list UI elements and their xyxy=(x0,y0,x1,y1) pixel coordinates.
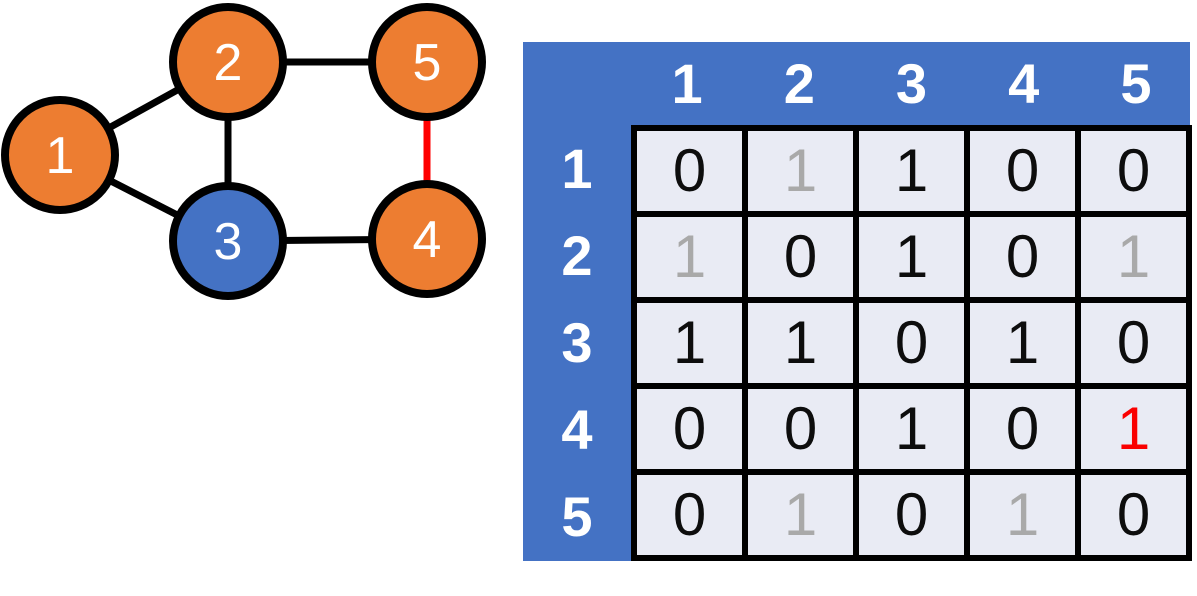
matrix-cell-2-4: 0 xyxy=(964,211,1081,303)
matrix-column-header-4: 4 xyxy=(1008,51,1040,115)
matrix-row-header-4: 4 xyxy=(561,398,593,462)
graph-diagram: 1 2 5 3 4 xyxy=(1,3,486,300)
matrix-row-header-3: 3 xyxy=(561,311,593,374)
matrix-cell-1-5: 0 xyxy=(1075,125,1192,217)
graph-node-label-5: 5 xyxy=(413,34,442,92)
matrix-column-header-5: 5 xyxy=(1120,51,1152,115)
graph-node-2 xyxy=(169,3,287,121)
graph-node-label-4: 4 xyxy=(413,211,442,269)
matrix-cell-3-4: 1 xyxy=(964,297,1081,389)
matrix-cell-3-1: 1 xyxy=(631,297,748,389)
matrix-cell-2-2: 0 xyxy=(742,211,859,303)
matrix-cell-2-5: 1 xyxy=(1075,211,1192,303)
matrix-cell-2-3: 1 xyxy=(853,211,970,303)
matrix-row-header-1: 1 xyxy=(561,136,593,200)
matrix-cell-4-2: 0 xyxy=(742,383,859,475)
matrix-cell-1-3: 1 xyxy=(853,125,970,217)
matrix-cell-3-3: 0 xyxy=(853,297,970,389)
matrix-column-headers: 1 2 3 4 5 xyxy=(631,42,1192,125)
graph-node-label-3: 3 xyxy=(214,213,243,271)
matrix-cell-3-5: 0 xyxy=(1075,297,1192,389)
matrix-cell-4-1: 0 xyxy=(631,383,748,475)
matrix-cell-5-3: 0 xyxy=(853,469,970,561)
matrix-cell-5-5: 0 xyxy=(1075,469,1192,561)
matrix-cell-4-3: 1 xyxy=(853,383,970,475)
graph-node-label-1: 1 xyxy=(46,127,75,185)
matrix-row-header-2: 2 xyxy=(561,223,593,287)
graph-node-3 xyxy=(169,182,287,300)
matrix-cell-5-2: 1 xyxy=(742,469,859,561)
matrix-row-headers: 1 2 3 4 5 xyxy=(523,125,631,561)
matrix-cell-4-4: 0 xyxy=(964,383,1081,475)
matrix-cell-3-2: 1 xyxy=(742,297,859,389)
matrix-cell-1-1: 0 xyxy=(631,125,748,217)
graph-node-4 xyxy=(368,180,486,298)
matrix-cell-2-1: 1 xyxy=(631,211,748,303)
graph-node-5 xyxy=(368,3,486,121)
graph-node-label-2: 2 xyxy=(214,34,243,92)
matrix-column-header-2: 2 xyxy=(783,51,815,115)
matrix-cell-1-2: 1 xyxy=(742,125,859,217)
matrix-cell-5-1: 0 xyxy=(631,469,748,561)
matrix-cell-1-4: 0 xyxy=(964,125,1081,217)
graph-node-1 xyxy=(1,96,119,214)
matrix-column-header-3: 3 xyxy=(895,51,928,115)
matrix-column-header-1: 1 xyxy=(671,51,703,115)
matrix-cell-4-5: 1 xyxy=(1075,383,1192,475)
matrix-cell-5-4: 1 xyxy=(964,469,1081,561)
matrix-row-header-5: 5 xyxy=(561,485,593,549)
